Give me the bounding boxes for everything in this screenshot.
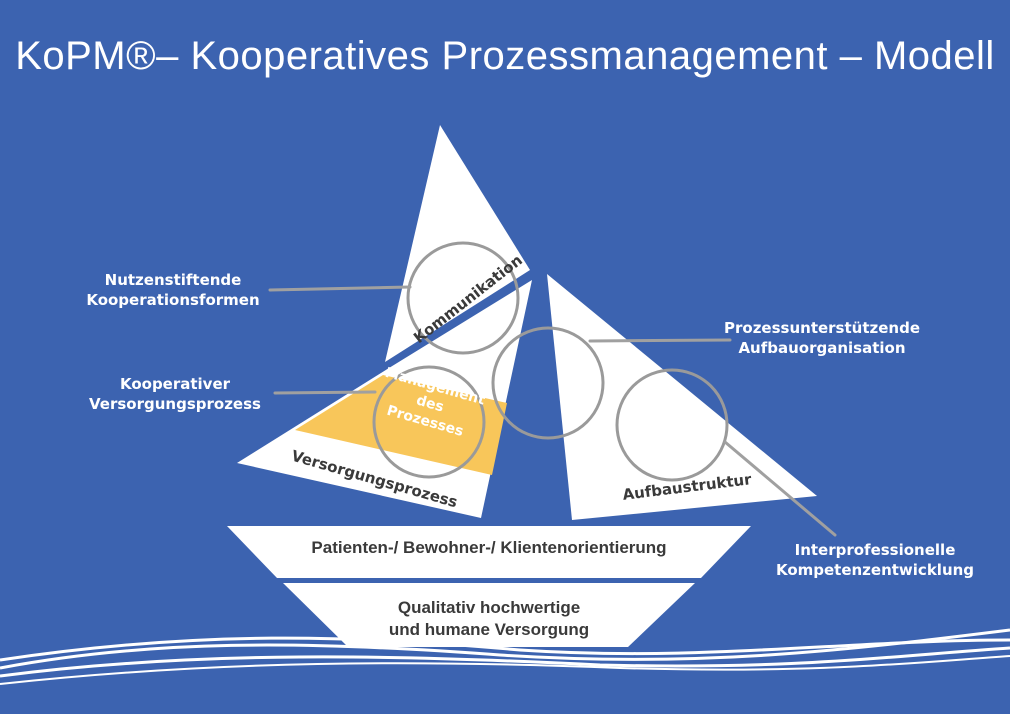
- label-line: Kooperationsformen: [86, 291, 260, 309]
- label-line: Kooperativer: [119, 375, 231, 393]
- label-kooperativer: Kooperativer Versorgungsprozess: [80, 374, 270, 414]
- page-title: KoPM®– Kooperatives Prozessmanagement – …: [15, 34, 995, 78]
- communication-circle: [406, 241, 520, 355]
- structure-sail: [547, 274, 817, 520]
- waves: [0, 628, 1010, 685]
- hull-lower: [283, 583, 695, 647]
- label-interprofessionelle: Interprofessionelle Kompetenzentwicklung: [760, 540, 990, 580]
- management-band: [295, 375, 507, 475]
- hull-bottom-line-1: Qualitativ hochwertige: [397, 598, 581, 617]
- middle-circle: [491, 326, 605, 440]
- label-prozessunterstuetzende: Prozessunterstützende Aufbauorganisation: [722, 318, 922, 358]
- label-line: Prozessunterstützende: [724, 319, 920, 337]
- label-line: Versorgungsprozess: [89, 395, 261, 413]
- label-nutzenstiftende: Nutzenstiftende Kooperationsformen: [78, 270, 268, 310]
- structure-circle: [615, 368, 729, 482]
- hull-top-text: Patienten-/ Bewohner-/ Klientenorientier…: [311, 538, 667, 557]
- hull-bottom-line-2: und humane Versorgung: [388, 620, 590, 639]
- leader-line-inter: [723, 440, 837, 537]
- label-line: Aufbauorganisation: [738, 339, 906, 357]
- leader-line-kooperativ: [273, 390, 377, 395]
- management-circle: [372, 365, 486, 479]
- leader-line-nutzen: [268, 285, 412, 292]
- label-line: Kompetenzentwicklung: [775, 561, 975, 579]
- label-line: Nutzenstiftende: [104, 271, 242, 289]
- hull-bottom-text: Qualitativ hochwertige und humane Versor…: [283, 597, 695, 641]
- hull-upper: [227, 526, 751, 578]
- leader-line-prozess: [588, 338, 732, 343]
- label-line: Interprofessionelle: [794, 541, 956, 559]
